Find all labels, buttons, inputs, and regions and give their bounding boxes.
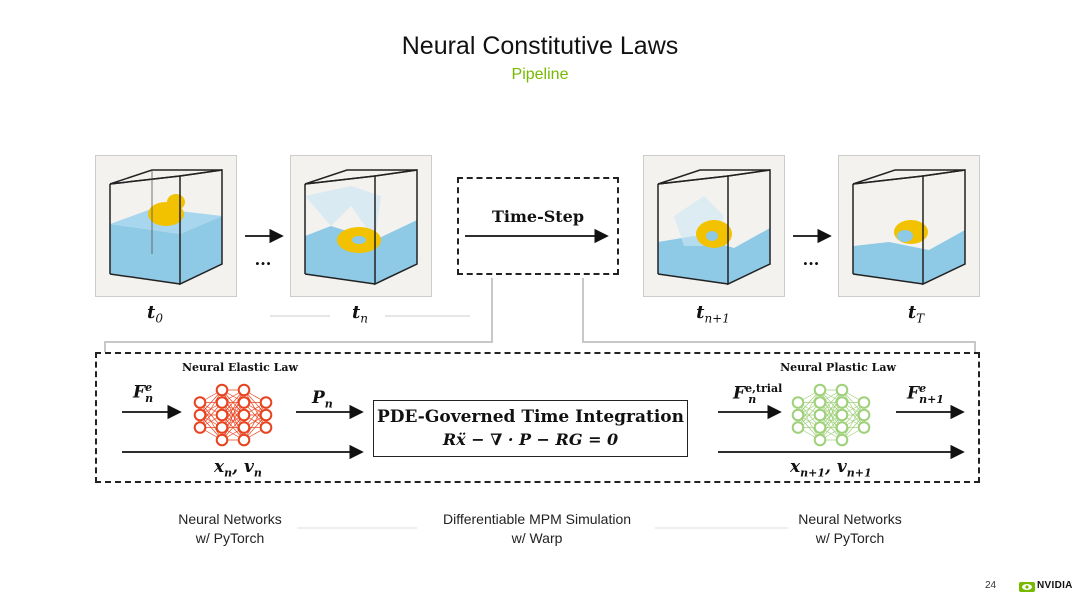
pde-equation: Rẍ − ∇ · P − RG = 0 xyxy=(442,430,619,449)
connector-right xyxy=(582,278,976,352)
timestep-box xyxy=(457,177,619,275)
network-node xyxy=(237,433,251,447)
network-node xyxy=(237,408,251,422)
network-node xyxy=(835,408,849,422)
network-edge xyxy=(797,389,821,428)
elastic-input-label: Fen xyxy=(133,381,154,406)
network-node xyxy=(857,421,871,434)
plastic-network-icon xyxy=(791,383,871,447)
network-node xyxy=(791,408,805,422)
network-edge xyxy=(841,402,865,441)
pipeline-detail-box xyxy=(95,352,980,483)
network-edge xyxy=(819,402,843,441)
state-in-label: xn, vn xyxy=(214,457,262,480)
network-node xyxy=(791,421,805,434)
pde-box xyxy=(373,400,688,457)
network-node xyxy=(835,383,849,397)
state-out-label: xn+1, vn+1 xyxy=(790,457,872,480)
network-node xyxy=(193,396,207,409)
plastic-input-label: Fe,trialn xyxy=(733,382,783,407)
network-node xyxy=(813,433,827,447)
network-edge xyxy=(221,402,245,441)
frame-label-tT: tT xyxy=(907,302,925,326)
nvidia-brand-text: NVIDIA xyxy=(1037,580,1073,591)
network-node xyxy=(791,396,805,409)
nvidia-logo-icon xyxy=(1019,582,1035,592)
network-node xyxy=(193,408,207,422)
frame-tn-image xyxy=(290,155,432,297)
network-node xyxy=(215,383,229,397)
network-node xyxy=(237,383,251,397)
frame-label-tn1: tn+1 xyxy=(696,302,730,326)
network-edge xyxy=(819,389,843,428)
network-node xyxy=(835,421,849,434)
network-node xyxy=(237,396,251,409)
frame-label-t0: t0 xyxy=(147,302,163,326)
network-node xyxy=(215,433,229,447)
network-node xyxy=(857,408,871,422)
timestep-label: Time-Step xyxy=(491,207,585,226)
network-node xyxy=(259,421,273,434)
network-node xyxy=(215,396,229,409)
network-node xyxy=(835,396,849,409)
connector-left xyxy=(104,278,493,352)
network-node xyxy=(193,421,207,434)
frame-t0-image xyxy=(95,155,237,297)
network-node xyxy=(835,433,849,447)
plastic-output-label: Fen+1 xyxy=(907,382,944,407)
network-node xyxy=(813,408,827,422)
pde-title: PDE-Governed Time Integration xyxy=(376,407,685,427)
ellipsis-right: ... xyxy=(802,250,820,269)
plastic-law-title: Neural Plastic Law xyxy=(780,361,896,374)
ellipsis-left: ... xyxy=(254,250,272,269)
network-edge xyxy=(243,402,267,441)
frame-label-tn: tn xyxy=(351,302,369,326)
network-node xyxy=(813,396,827,409)
page-number: 24 xyxy=(985,580,997,591)
network-node xyxy=(857,396,871,409)
network-node xyxy=(813,421,827,434)
network-node xyxy=(215,421,229,434)
network-node xyxy=(259,408,273,422)
network-node xyxy=(259,396,273,409)
frame-tn1-image xyxy=(643,155,785,297)
elastic-network-icon xyxy=(193,383,273,447)
elastic-output-label: Pn xyxy=(312,388,333,411)
network-node xyxy=(237,421,251,434)
network-edge xyxy=(199,389,223,428)
network-node xyxy=(215,408,229,422)
network-edge xyxy=(221,389,245,428)
elastic-law-title: Neural Elastic Law xyxy=(182,361,298,374)
page-title: Neural Constitutive Laws xyxy=(401,32,679,60)
network-node xyxy=(813,383,827,397)
page-subtitle: Pipeline xyxy=(511,66,569,83)
frame-tT-image xyxy=(838,155,980,297)
